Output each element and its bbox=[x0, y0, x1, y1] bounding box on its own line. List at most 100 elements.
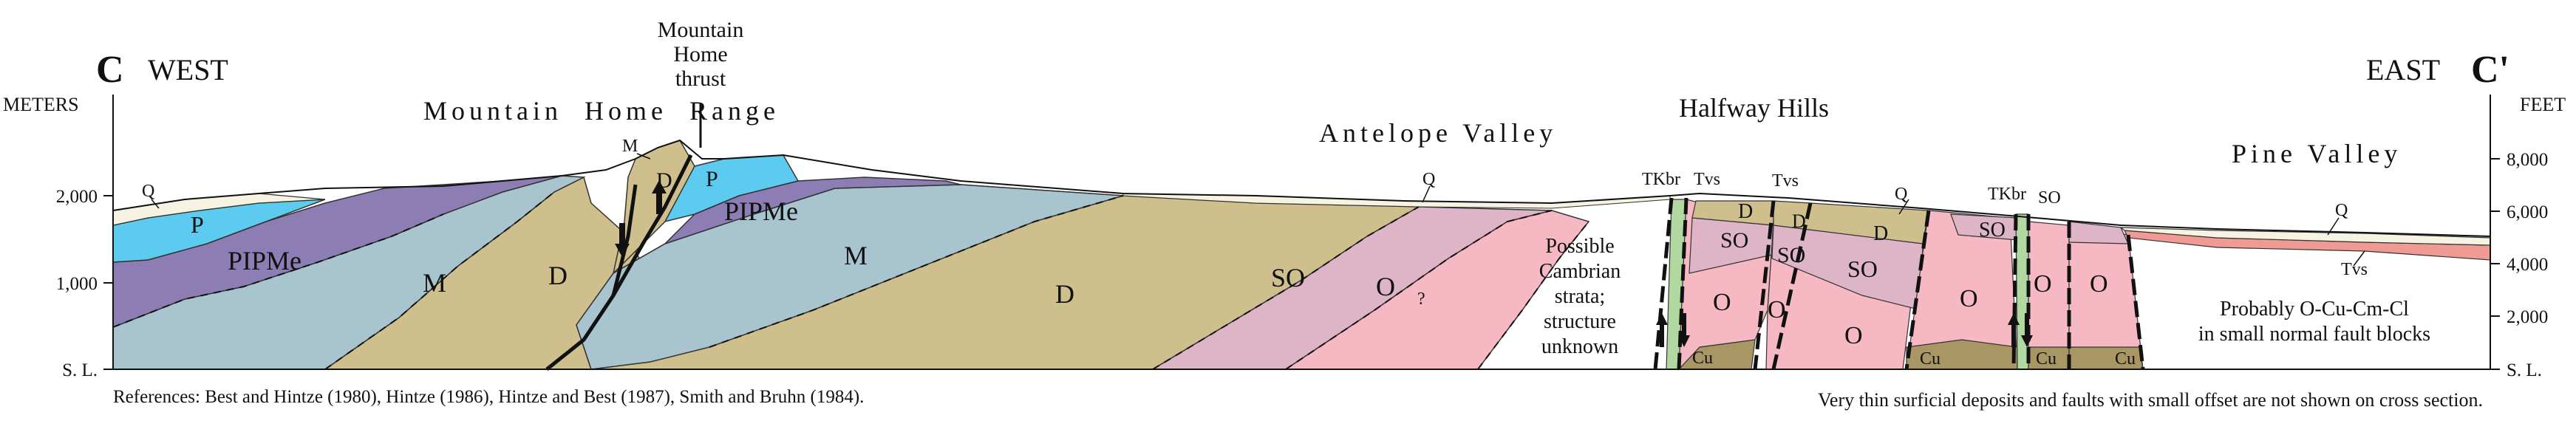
label-SO-hh2: SO bbox=[1777, 243, 1805, 267]
thrust-label-line2: Home bbox=[673, 42, 727, 66]
label-P-east: P bbox=[706, 167, 718, 191]
label-Q-west: Q bbox=[142, 182, 154, 201]
section-end-letter: C' bbox=[2471, 49, 2509, 91]
header-labels: C WEST EAST C' bbox=[96, 49, 2509, 91]
arrow-up-hh2 bbox=[2008, 313, 2020, 347]
east-direction-label: EAST bbox=[2366, 53, 2440, 86]
probably-note-line1: Probably O-Cu-Cm-Cl bbox=[2220, 298, 2409, 321]
label-D-hh1: D bbox=[1738, 200, 1753, 223]
fault-hh-4 bbox=[1771, 202, 1813, 370]
thrust-splay bbox=[611, 184, 638, 296]
cambrian-note-line5: unknown bbox=[1541, 335, 1618, 358]
fault-hh-3 bbox=[1753, 200, 1776, 370]
mountain-home-range-label: Mountain Home Range bbox=[423, 96, 780, 126]
antelope-valley-label: Antelope Valley bbox=[1319, 118, 1557, 148]
label-Q-antelope: Q bbox=[1422, 170, 1435, 189]
contact-dashed-3 bbox=[709, 195, 1124, 348]
place-labels: Mountain Home Range Mountain Home thrust… bbox=[423, 18, 2402, 168]
elevation-axes: METERS 2,000 1,000 S. L. FEET 8,000 6,00… bbox=[3, 94, 2566, 380]
west-direction-label: WEST bbox=[148, 53, 228, 86]
label-M-east: M bbox=[844, 241, 868, 270]
right-tick-sea-level: S. L. bbox=[2507, 360, 2542, 380]
right-tick-6000: 6,000 bbox=[2507, 202, 2548, 222]
label-D-main: D bbox=[1055, 279, 1074, 309]
label-D-hh2: D bbox=[1792, 210, 1806, 232]
fault-hh-5 bbox=[1904, 210, 1931, 370]
mountain-home-thrust bbox=[545, 154, 693, 371]
label-Cu-hh2: Cu bbox=[1920, 349, 1940, 369]
fault-hh-9 bbox=[2126, 234, 2145, 370]
label-Q-hh: Q bbox=[1895, 185, 1907, 204]
contact-dashed-1 bbox=[112, 213, 444, 328]
label-O-hh3: O bbox=[1844, 322, 1863, 349]
label-TKbr-hh1: TKbr bbox=[1642, 170, 1680, 189]
unit-D-hh2 bbox=[1773, 200, 1929, 244]
label-Cu-hh1: Cu bbox=[1692, 349, 1713, 368]
arrow-up-1 bbox=[652, 180, 667, 214]
label-SO-antelope: SO bbox=[1271, 263, 1305, 292]
halfway-hills-label: Halfway Hills bbox=[1679, 93, 1829, 123]
topographic-profile bbox=[112, 139, 2491, 237]
fault-arrows bbox=[615, 180, 2033, 347]
label-Tvs-pine: Tvs bbox=[2341, 260, 2368, 279]
probably-note-line2: in small normal fault blocks bbox=[2198, 323, 2430, 346]
cambrian-note-line3: strata; bbox=[1555, 285, 1605, 308]
label-SO-hh1: SO bbox=[1720, 228, 1748, 253]
fault-hh-2 bbox=[1677, 197, 1689, 370]
cambrian-note-line2: Cambrian bbox=[1539, 260, 1621, 283]
pine-valley-label: Pine Valley bbox=[2232, 139, 2402, 168]
disclaimer-text: Very thin surficial deposits and faults … bbox=[1818, 389, 2483, 411]
label-D-thrust: D bbox=[656, 168, 672, 193]
label-D-west: D bbox=[548, 261, 568, 290]
label-O-hh6: O bbox=[2090, 270, 2108, 298]
section-start-letter: C bbox=[96, 49, 124, 91]
label-Cu-hh3: Cu bbox=[2036, 349, 2057, 369]
fault-hh-6 bbox=[2011, 213, 2018, 370]
label-O-hh2: O bbox=[1768, 296, 1786, 323]
right-tick-4000: 4,000 bbox=[2507, 255, 2548, 275]
right-axis-unit: FEET bbox=[2520, 94, 2566, 115]
unit-labels: Q P PIPMe M D M D P PIPMe M D SO O ? Q T… bbox=[142, 137, 2368, 369]
arrow-down-1 bbox=[615, 223, 630, 257]
arrow-down-hh2 bbox=[2021, 313, 2033, 347]
label-O-hh5: O bbox=[2034, 270, 2052, 298]
left-axis-unit: METERS bbox=[3, 94, 79, 115]
right-tick-2000: 2,000 bbox=[2507, 307, 2548, 327]
structure-lines bbox=[103, 95, 2500, 371]
label-Tvs-hh2: Tvs bbox=[1772, 171, 1799, 191]
label-O-hh4: O bbox=[1960, 285, 1978, 312]
right-tick-8000: 8,000 bbox=[2507, 150, 2548, 170]
label-SO-hh3: SO bbox=[1847, 256, 1878, 282]
contact-dashed-4 bbox=[1152, 206, 1420, 370]
unit-polygons bbox=[112, 140, 2491, 371]
label-D-hh3: D bbox=[1873, 222, 1888, 245]
fault-hh-1 bbox=[1653, 197, 1674, 370]
thrust-label-line3: thrust bbox=[675, 66, 726, 91]
label-Tvs-hh1: Tvs bbox=[1694, 170, 1720, 189]
label-SO-hh-top: SO bbox=[2038, 188, 2061, 208]
arrow-up-hh1 bbox=[1656, 313, 1668, 347]
arrow-down-hh1 bbox=[1678, 313, 1690, 347]
label-Q-pine: Q bbox=[2335, 201, 2348, 220]
cambrian-note-line1: Possible bbox=[1545, 235, 1614, 258]
left-tick-1000: 1,000 bbox=[56, 274, 98, 294]
thrust-label-line1: Mountain bbox=[658, 18, 744, 42]
label-M-thrust: M bbox=[622, 137, 638, 156]
label-question: ? bbox=[1417, 290, 1425, 309]
left-tick-sea-level: S. L. bbox=[62, 360, 98, 380]
contact-dashed-6 bbox=[1477, 221, 1589, 370]
footer: References: Best and Hintze (1980), Hint… bbox=[113, 387, 2483, 411]
label-TKbr-hh2: TKbr bbox=[1988, 185, 2026, 204]
left-tick-2000: 2,000 bbox=[56, 187, 98, 207]
label-PIPMe-east: PIPMe bbox=[724, 196, 798, 226]
references-text: References: Best and Hintze (1980), Hint… bbox=[113, 387, 864, 407]
contact-dashed-5 bbox=[1285, 210, 1553, 370]
label-O-hh1: O bbox=[1713, 289, 1731, 316]
label-M-west: M bbox=[423, 268, 446, 298]
label-SO-hh4: SO bbox=[1979, 219, 2006, 242]
label-P-west: P bbox=[191, 211, 204, 238]
annotations: Possible Cambrian strata; structure unkn… bbox=[1539, 235, 2430, 358]
label-Cu-hh4: Cu bbox=[2115, 349, 2136, 369]
label-PIPMe-west: PIPMe bbox=[228, 246, 301, 275]
